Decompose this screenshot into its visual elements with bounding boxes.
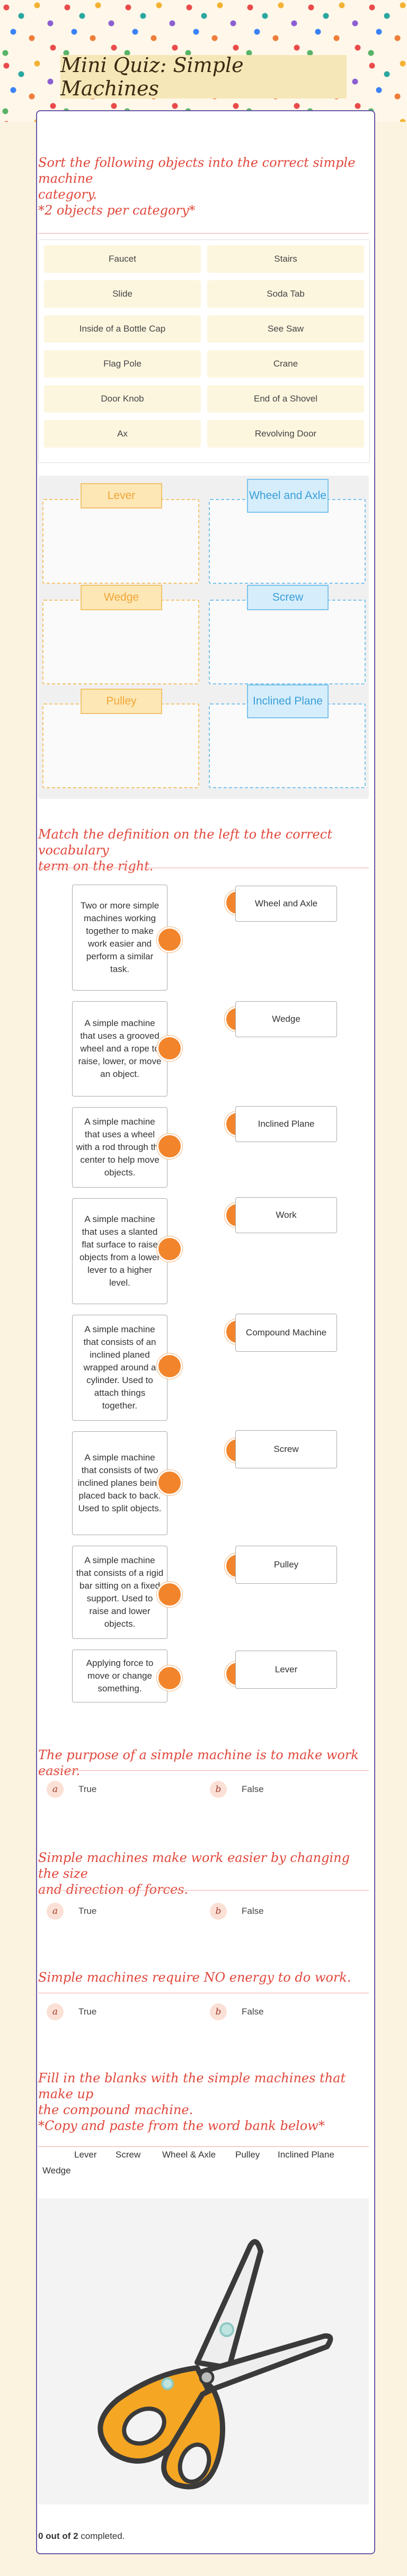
- category-drop-area: Lever Wheel and Axle Wedge Screw Pulley …: [38, 476, 369, 799]
- option-a-label[interactable]: True: [78, 1784, 97, 1794]
- scissors-icon: [98, 2239, 333, 2490]
- page-title: Mini Quiz: Simple Machines: [60, 54, 244, 100]
- sort-item[interactable]: Flag Pole: [44, 350, 201, 378]
- match-dot-left[interactable]: [157, 1353, 182, 1379]
- question-6-title: Fill in the blanks with the simple machi…: [38, 2070, 361, 2134]
- sort-items-box: Faucet Stairs Slide Soda Tab Inside of a…: [38, 239, 370, 463]
- drop-zone-pulley[interactable]: [42, 703, 199, 788]
- definition-card[interactable]: Two or more simple machines working toge…: [72, 885, 167, 991]
- category-label-inclined-plane: Inclined Plane: [247, 684, 329, 718]
- wordbank-item: Wedge: [42, 2165, 71, 2176]
- sort-item[interactable]: Ax: [44, 420, 201, 448]
- option-b-label[interactable]: False: [242, 2007, 264, 2017]
- match-dot-left[interactable]: [157, 1036, 182, 1061]
- option-b-badge[interactable]: b: [210, 1781, 227, 1798]
- option-b-label[interactable]: False: [242, 1784, 264, 1794]
- question-4-title: Simple machines make work easier by chan…: [38, 1850, 361, 1897]
- term-card[interactable]: Work: [235, 1197, 337, 1233]
- match-dot-left[interactable]: [157, 1582, 182, 1607]
- definition-card[interactable]: A simple machine that uses a grooved whe…: [72, 1001, 167, 1097]
- definition-card[interactable]: A simple machine that uses a slanted fla…: [72, 1198, 167, 1304]
- question-3-title: The purpose of a simple machine is to ma…: [38, 1748, 359, 1778]
- term-card[interactable]: Pulley: [235, 1546, 337, 1584]
- q1-line-1: Sort the following objects into the corr…: [38, 155, 356, 186]
- wordbank-item: Wheel & Axle: [162, 2150, 216, 2160]
- option-a-label[interactable]: True: [78, 1906, 97, 1916]
- divider: [38, 1770, 369, 1771]
- sort-item[interactable]: See Saw: [207, 315, 364, 343]
- divider: [38, 1890, 369, 1891]
- definition-card[interactable]: A simple machine that consists of a rigi…: [72, 1546, 167, 1639]
- option-a-badge[interactable]: a: [47, 2003, 64, 2020]
- term-card[interactable]: Compound Machine: [235, 1314, 337, 1352]
- sort-item[interactable]: Faucet: [44, 245, 201, 273]
- term-card[interactable]: Wheel and Axle: [235, 886, 337, 922]
- divider: [38, 233, 369, 234]
- match-dot-left[interactable]: [157, 1236, 182, 1262]
- match-dot-left[interactable]: [157, 927, 182, 952]
- completion-suffix: completed.: [78, 2531, 125, 2541]
- sort-item[interactable]: Crane: [207, 350, 364, 378]
- drop-zone-screw[interactable]: [209, 600, 366, 684]
- term-card[interactable]: Wedge: [235, 1001, 337, 1037]
- title-banner: Mini Quiz: Simple Machines: [60, 54, 347, 100]
- definition-card[interactable]: A simple machine that consists of an inc…: [72, 1315, 167, 1421]
- option-a-label[interactable]: True: [78, 2007, 97, 2017]
- q4-line-2: and direction of forces.: [38, 1882, 189, 1897]
- q6-line-2: the compound machine.: [38, 2102, 193, 2117]
- wordbank-item: Screw: [116, 2150, 141, 2160]
- q4-line-1: Simple machines make work easier by chan…: [38, 1850, 350, 1881]
- definition-card[interactable]: A simple machine that consists of two in…: [72, 1431, 167, 1535]
- category-label-screw: Screw: [247, 585, 329, 610]
- drop-zone-wedge[interactable]: [42, 600, 199, 684]
- option-b-badge[interactable]: b: [210, 1903, 227, 1920]
- sort-item[interactable]: Slide: [44, 280, 201, 308]
- match-dot-left[interactable]: [157, 1665, 182, 1691]
- sort-item[interactable]: Soda Tab: [207, 280, 364, 308]
- option-a-badge[interactable]: a: [47, 1903, 64, 1920]
- category-label-wedge: Wedge: [81, 585, 162, 610]
- question-2-title: Match the definition on the left to the …: [38, 826, 361, 874]
- category-label-pulley: Pulley: [81, 689, 162, 714]
- q6-line-3: *Copy and paste from the word bank below…: [38, 2118, 325, 2133]
- q2-line-1: Match the definition on the left to the …: [38, 827, 332, 858]
- wordbank-item: Lever: [74, 2150, 97, 2160]
- completion-count: 0 out of 2: [38, 2531, 78, 2541]
- term-card[interactable]: Inclined Plane: [235, 1106, 337, 1142]
- option-a-badge[interactable]: a: [47, 1781, 64, 1798]
- scissors-image-area: [38, 2198, 369, 2504]
- wordbank-item: Pulley: [235, 2150, 260, 2160]
- match-dot-left[interactable]: [157, 1134, 182, 1159]
- question-5-title: Simple machines require NO energy to do …: [38, 1970, 351, 1985]
- term-card[interactable]: Lever: [235, 1651, 337, 1689]
- sort-item[interactable]: Inside of a Bottle Cap: [44, 315, 201, 343]
- q2-line-2: term on the right.: [38, 859, 154, 873]
- definition-card[interactable]: Applying force to move or change somethi…: [72, 1650, 167, 1703]
- sort-item[interactable]: Stairs: [207, 245, 364, 273]
- drop-zone-lever[interactable]: [42, 499, 199, 584]
- category-label-lever: Lever: [81, 483, 162, 509]
- divider: [38, 2146, 369, 2147]
- question-1-title: Sort the following objects into the corr…: [38, 155, 361, 218]
- match-dot-left[interactable]: [157, 1470, 182, 1495]
- definition-card[interactable]: A simple machine that uses a wheel with …: [72, 1107, 167, 1188]
- completion-status: 0 out of 2 completed.: [38, 2531, 125, 2542]
- q1-line-3: *2 objects per category*: [38, 203, 196, 218]
- sort-item[interactable]: End of a Shovel: [207, 385, 364, 413]
- category-label-wheel-and-axle: Wheel and Axle: [247, 479, 329, 513]
- wordbank-item: Inclined Plane: [278, 2150, 334, 2160]
- term-card[interactable]: Screw: [235, 1430, 337, 1468]
- sort-item[interactable]: Door Knob: [44, 385, 201, 413]
- q6-line-1: Fill in the blanks with the simple machi…: [38, 2071, 346, 2101]
- sort-item[interactable]: Revolving Door: [207, 420, 364, 448]
- q1-line-2: category.: [38, 187, 97, 202]
- option-b-label[interactable]: False: [242, 1906, 264, 1916]
- option-b-badge[interactable]: b: [210, 2003, 227, 2020]
